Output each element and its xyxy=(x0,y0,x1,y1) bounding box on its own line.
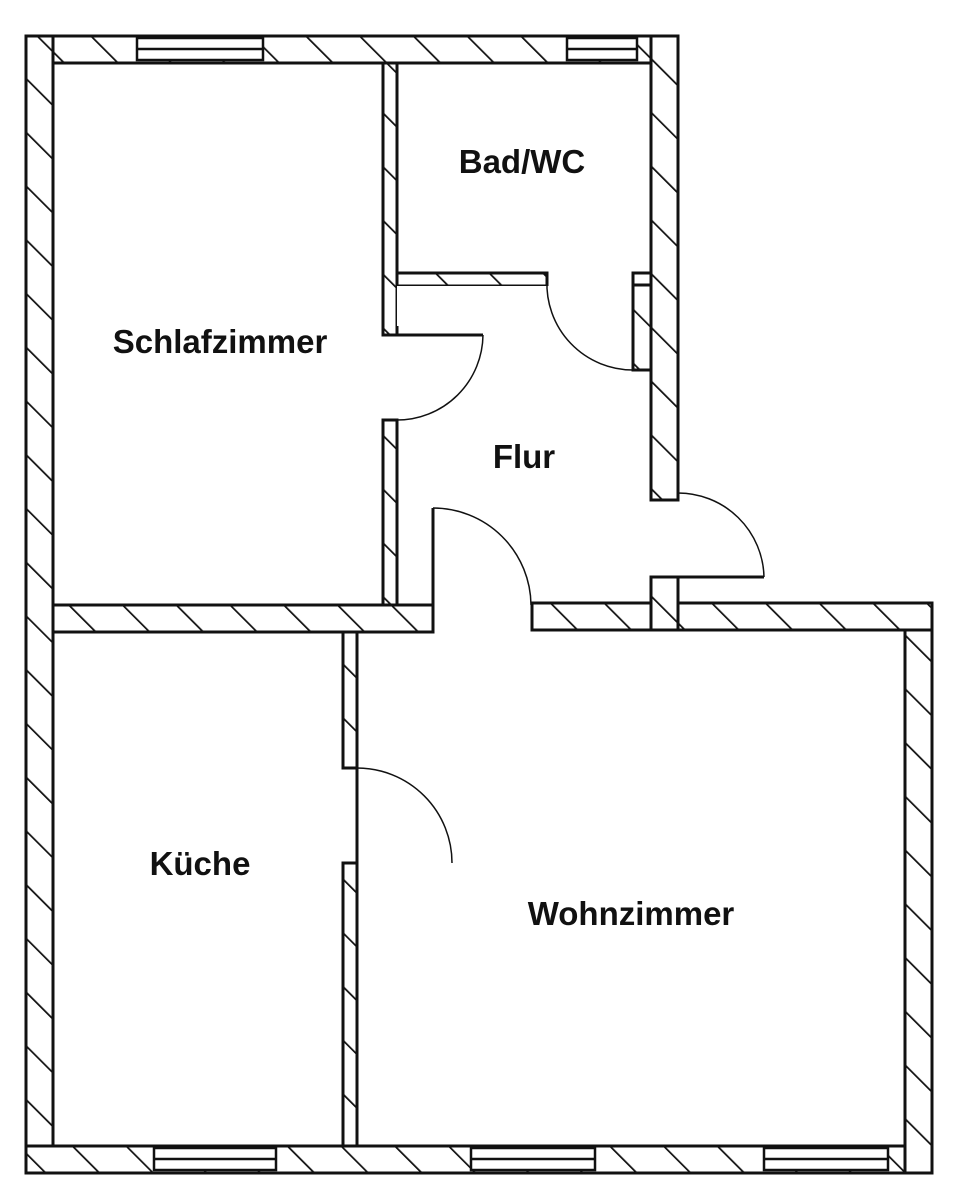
door-schlafzimmer-swing xyxy=(396,334,484,421)
opening-clear xyxy=(433,610,531,630)
room-label-flur: Flur xyxy=(493,438,555,475)
room-labels: Schlafzimmer Bad/WC Flur Küche Wohnzimme… xyxy=(113,143,735,932)
window-layer xyxy=(135,36,890,1172)
room-label-wohnzimmer: Wohnzimmer xyxy=(528,895,735,932)
hatched-wall xyxy=(381,61,399,337)
door-wohnzimmer-swing xyxy=(432,507,532,606)
hatched-wall xyxy=(395,271,549,288)
hatched-wall xyxy=(341,630,359,770)
hatched-wall xyxy=(903,601,934,1175)
door-kueche-swing xyxy=(356,767,453,864)
room-label-kueche: Küche xyxy=(150,845,251,882)
door-entrance-swing xyxy=(677,492,765,578)
room-label-bad-wc: Bad/WC xyxy=(459,143,586,180)
room-label-schlafzimmer: Schlafzimmer xyxy=(113,323,328,360)
hatched-wall xyxy=(381,418,399,607)
hatched-wall xyxy=(676,601,934,632)
hatched-wall xyxy=(649,34,680,502)
door-bad-wc-swing xyxy=(546,279,634,371)
wall-layer xyxy=(24,34,934,1175)
door-layer xyxy=(355,279,765,864)
hatched-wall xyxy=(341,861,359,1148)
hatched-wall xyxy=(51,603,435,634)
hatched-wall xyxy=(631,283,653,372)
hatched-wall xyxy=(649,575,680,632)
hatched-wall xyxy=(24,34,55,1175)
opening-clear xyxy=(397,286,633,326)
